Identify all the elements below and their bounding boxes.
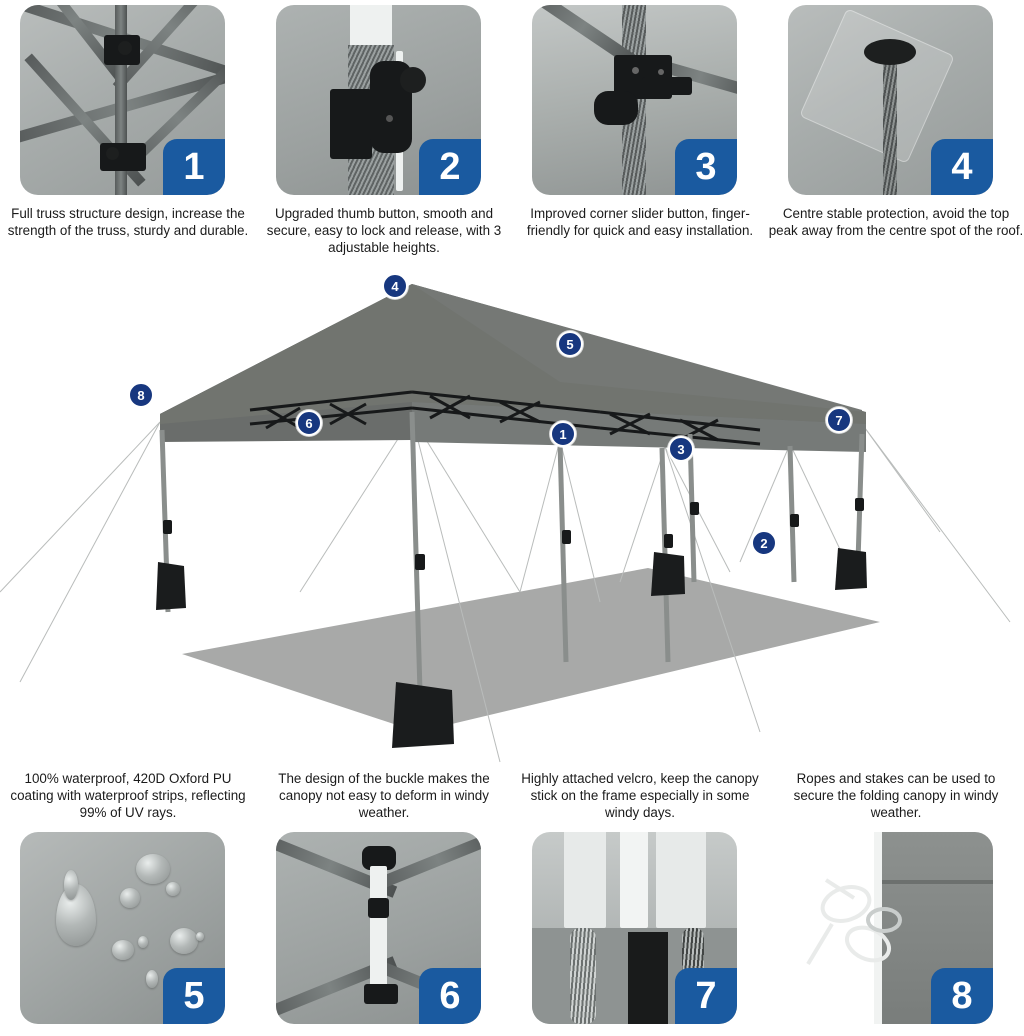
callout-4[interactable]: 4	[382, 273, 408, 299]
canopy-roof-top	[412, 284, 866, 412]
callout-7[interactable]: 7	[826, 407, 852, 433]
canopy-svg	[0, 284, 1011, 763]
feature-8-number-badge: 8	[931, 968, 993, 1024]
feature-card-3[interactable]: 3 Improved corner slider button, finger-…	[512, 0, 768, 262]
feature-card-1[interactable]: 1 Full truss structure design, increase …	[0, 0, 256, 262]
feature-8-photo: 8	[788, 832, 993, 1024]
feature-6-caption: The design of the buckle makes the canop…	[278, 771, 490, 821]
leg-adjusters	[163, 498, 864, 570]
feature-4-caption: Centre stable protection, avoid the top …	[768, 206, 1024, 239]
callout-3[interactable]: 3	[668, 436, 694, 462]
feature-4-number-badge: 4	[931, 139, 993, 195]
bottom-feature-row: 100% waterproof, 420D Oxford PU coating …	[0, 770, 1024, 1036]
top-feature-row: 1 Full truss structure design, increase …	[0, 0, 1024, 262]
feature-3-number-badge: 3	[675, 139, 737, 195]
callout-8[interactable]: 8	[128, 382, 154, 408]
callout-6[interactable]: 6	[296, 410, 322, 436]
callout-2[interactable]: 2	[751, 530, 777, 556]
feature-2-photo: 2	[276, 5, 481, 195]
buckle-strap-art	[276, 832, 481, 1024]
feature-8-caption: Ropes and stakes can be used to secure t…	[793, 771, 999, 821]
feature-1-number-badge: 1	[163, 139, 225, 195]
water-beading-art	[20, 832, 225, 1024]
callout-1[interactable]: 1	[550, 421, 576, 447]
feature-1-photo: 1	[20, 5, 225, 195]
feature-5-number-badge: 5	[163, 968, 225, 1024]
callout-5[interactable]: 5	[557, 331, 583, 357]
feature-card-7[interactable]: Highly attached velcro, keep the canopy …	[512, 770, 768, 1036]
canopy-roof-main	[160, 284, 866, 432]
feature-5-caption: 100% waterproof, 420D Oxford PU coating …	[10, 771, 246, 821]
feature-1-caption: Full truss structure design, increase th…	[7, 206, 249, 239]
thumb-button-art	[276, 5, 481, 195]
centre-peak-art	[788, 5, 993, 195]
rope-bow	[806, 878, 902, 966]
weight-bags	[156, 548, 867, 748]
feature-5-photo: 5	[20, 832, 225, 1024]
feature-4-photo: 4	[788, 5, 993, 195]
truss-joint-art	[20, 5, 225, 195]
feature-card-4[interactable]: 4 Centre stable protection, avoid the to…	[768, 0, 1024, 262]
guy-ropes	[0, 416, 1011, 763]
feature-7-number-badge: 7	[675, 968, 737, 1024]
ground-shadow-main	[182, 568, 880, 732]
feature-6-number-badge: 6	[419, 968, 481, 1024]
feature-3-photo: 3	[532, 5, 737, 195]
feature-7-photo: 7	[532, 832, 737, 1024]
feature-3-caption: Improved corner slider button, finger-fr…	[526, 206, 754, 239]
feature-card-2[interactable]: 2 Upgraded thumb button, smooth and secu…	[256, 0, 512, 262]
feature-6-photo: 6	[276, 832, 481, 1024]
feature-card-5[interactable]: 100% waterproof, 420D Oxford PU coating …	[0, 770, 256, 1036]
feature-7-caption: Highly attached velcro, keep the canopy …	[521, 771, 759, 821]
corner-slider-art	[532, 5, 737, 195]
feature-card-6[interactable]: The design of the buckle makes the canop…	[256, 770, 512, 1036]
feature-2-caption: Upgraded thumb button, smooth and secure…	[266, 206, 502, 256]
feature-2-number-badge: 2	[419, 139, 481, 195]
feature-card-8[interactable]: Ropes and stakes can be used to secure t…	[768, 770, 1024, 1036]
canopy-hero-illustration: 8 4 6 5 1 3 7 2	[0, 262, 1024, 774]
